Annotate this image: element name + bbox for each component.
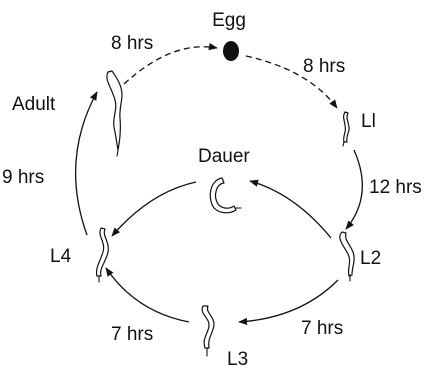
arrow-l3-to-l4 [106, 268, 189, 322]
dauer-worm-icon [210, 178, 241, 213]
duration-adult-to-egg: 8 hrs [111, 33, 153, 54]
arrow-l2-to-dauer [250, 181, 331, 238]
l2-label: L2 [360, 248, 381, 269]
egg-label: Egg [212, 10, 246, 31]
dauer-label: Dauer [198, 146, 250, 167]
l1-worm-icon [343, 112, 349, 146]
duration-l3-to-l4: 7 hrs [111, 324, 153, 345]
duration-l1-to-l2: 12 hrs [369, 177, 422, 198]
l1-label: Ll [361, 111, 376, 132]
arrow-dauer-to-l4 [112, 182, 196, 236]
l4-label: L4 [50, 246, 72, 267]
l3-worm-icon [202, 306, 214, 356]
duration-l2-to-l3: 7 hrs [301, 318, 343, 339]
arrow-l2-to-l3 [239, 280, 338, 322]
egg-icon [223, 41, 239, 61]
arrow-l1-to-l2 [346, 150, 362, 229]
duration-egg-to-l1: 8 hrs [303, 56, 345, 77]
l3-label: L3 [227, 349, 248, 370]
adult-worm-icon [107, 71, 122, 156]
l4-worm-icon [97, 228, 109, 282]
adult-label: Adult [12, 94, 56, 115]
arrow-l4-to-adult [76, 92, 97, 235]
l2-worm-icon [340, 232, 354, 281]
duration-l4-to-adult: 9 hrs [2, 167, 44, 188]
